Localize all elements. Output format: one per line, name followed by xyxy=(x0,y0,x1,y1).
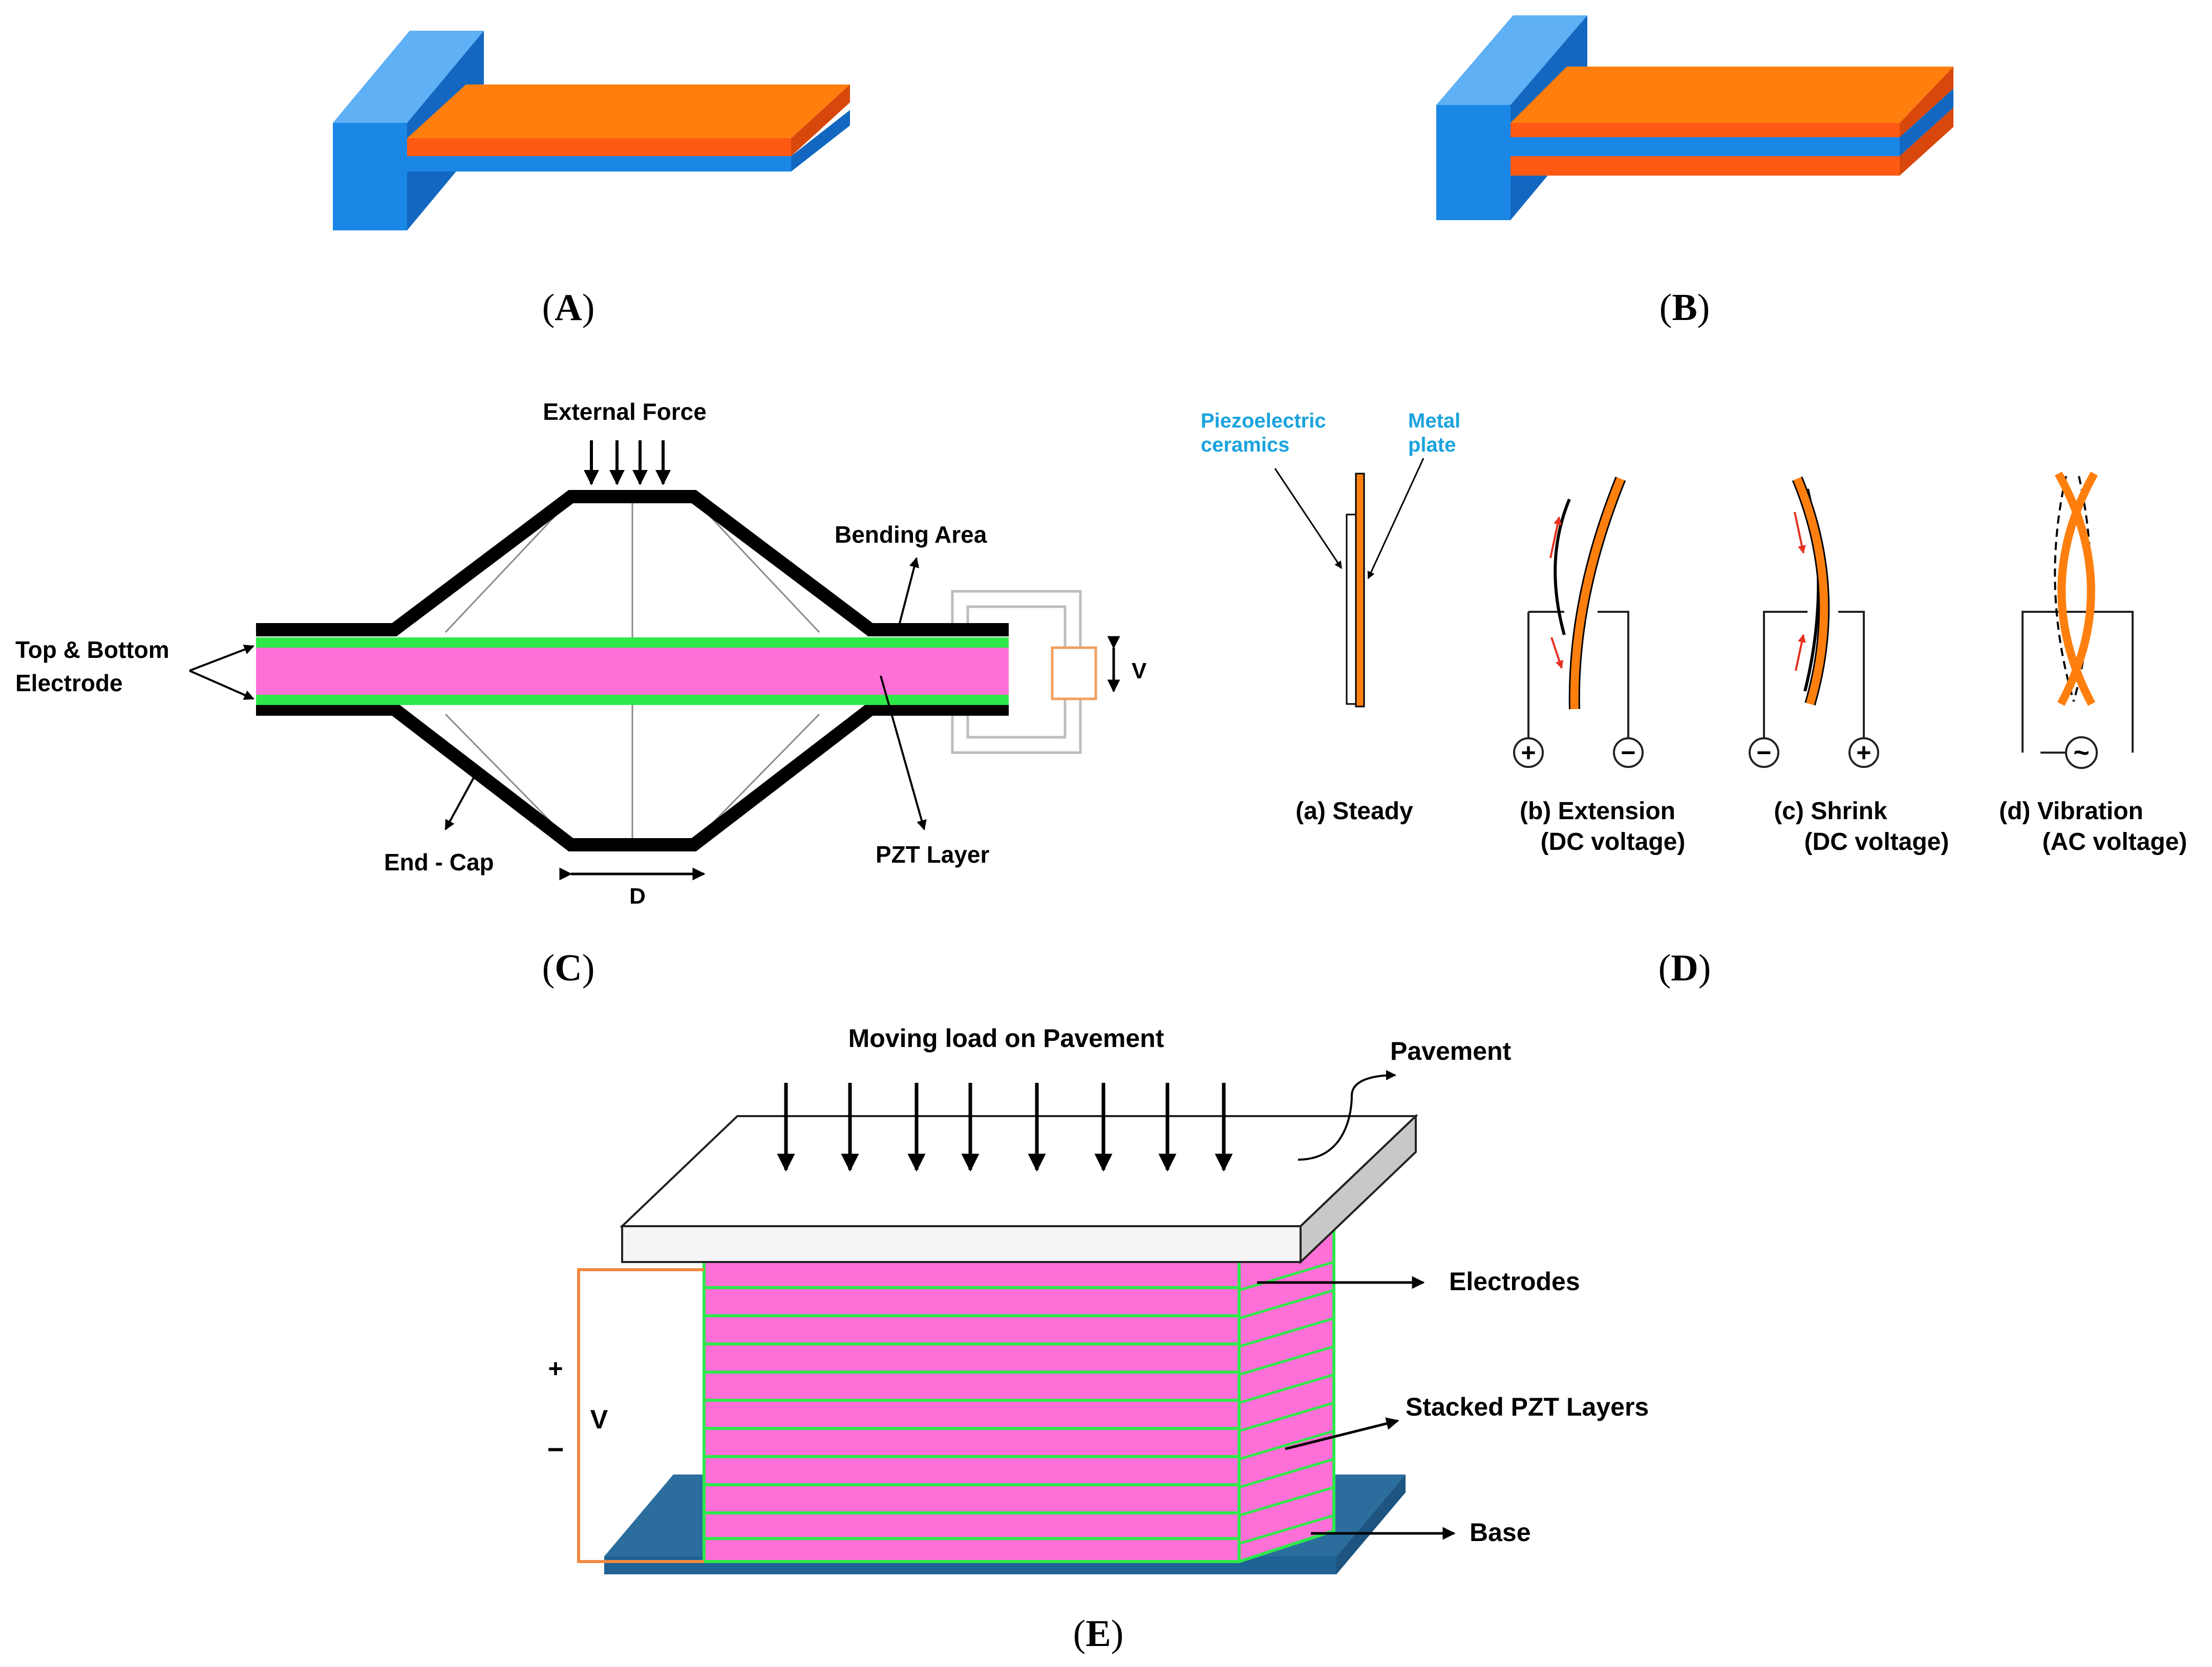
label-pavement: Pavement xyxy=(1390,1037,1512,1065)
label-minus: − xyxy=(547,1433,564,1465)
piezo-front-face xyxy=(407,138,791,156)
svg-text:+: + xyxy=(1521,738,1536,767)
label-end-cap: End - Cap xyxy=(384,849,494,875)
label-shrink-2: (DC voltage) xyxy=(1804,828,1949,856)
label-bending-area: Bending Area xyxy=(835,521,987,548)
label-moving-load: Moving load on Pavement xyxy=(848,1024,1164,1053)
panel-d: Piezoelectric ceramics Metal plate + − xyxy=(1201,410,2187,989)
label-pzt-layer: PZT Layer xyxy=(876,841,990,868)
svg-text:−: − xyxy=(1756,738,1771,767)
label-voltage-e: V xyxy=(590,1405,608,1435)
panel-a: (A) xyxy=(333,31,850,329)
svg-text:−: − xyxy=(1621,738,1635,767)
label-plus: + xyxy=(548,1354,563,1383)
panel-b: (B) xyxy=(1436,15,1953,329)
label-electrode: Electrode xyxy=(15,670,123,696)
label-steady: (a) Steady xyxy=(1295,798,1413,825)
stack-side-electrodes xyxy=(1239,1260,1334,1545)
bottom-electrode xyxy=(256,695,1009,705)
label-external-force: External Force xyxy=(543,398,707,425)
shrink-element: − + xyxy=(1749,476,1879,768)
voltage-circuit-wire xyxy=(577,1268,704,1563)
caption-b: (B) xyxy=(1660,287,1710,329)
clamp-top-face xyxy=(1436,15,1587,105)
piezo-top-face xyxy=(407,84,850,138)
voltage-source-box xyxy=(1051,646,1097,700)
label-extension-2: (DC voltage) xyxy=(1541,828,1686,856)
cantilever-unimorph xyxy=(333,31,850,230)
label-d: D xyxy=(629,884,646,909)
stacked-pzt-layers xyxy=(703,1258,1241,1563)
label-vibration-2: (AC voltage) xyxy=(2043,828,2187,856)
pavement-top-face xyxy=(620,1115,1418,1227)
panel-e: Moving load on Pavement Pavement Electro… xyxy=(547,1024,1649,1655)
label-vibration-1: (d) Vibration xyxy=(1999,798,2143,825)
extension-element: + − xyxy=(1513,476,1644,768)
label-piezo-ceramics-2: ceramics xyxy=(1201,434,1289,456)
base-side-face xyxy=(1336,1474,1406,1574)
moving-load-arrows xyxy=(777,1083,1233,1172)
svg-text:~: ~ xyxy=(2073,737,2090,768)
label-stacked-pzt: Stacked PZT Layers xyxy=(1406,1393,1649,1421)
label-metal-plate-2: plate xyxy=(1408,434,1456,456)
pzt-layer-c xyxy=(256,648,1009,695)
svg-text:+: + xyxy=(1856,738,1871,767)
end-cap-bottom xyxy=(256,702,1009,851)
label-voltage: V xyxy=(1132,658,1147,683)
top-electrode xyxy=(256,637,1009,648)
label-shrink-1: (c) Shrink xyxy=(1774,798,1887,825)
cantilever-bimorph xyxy=(1436,15,1953,220)
steady-element xyxy=(1274,458,1424,708)
label-extension-1: (b) Extension xyxy=(1520,798,1675,825)
top-piezo-front-face xyxy=(1511,123,1900,137)
vibration-element: ~ xyxy=(2022,472,2134,769)
label-piezo-ceramics-1: Piezoelectric xyxy=(1201,410,1326,432)
middle-substrate-layer xyxy=(1511,137,1900,156)
end-cap-top xyxy=(256,490,1009,636)
label-base: Base xyxy=(1470,1518,1531,1547)
label-metal-plate-1: Metal xyxy=(1408,410,1460,432)
clamp-front-face xyxy=(1436,105,1511,220)
clamp-top-face xyxy=(333,31,484,123)
caption-a: (A) xyxy=(542,287,595,329)
bottom-piezo-layer xyxy=(1511,156,1900,176)
caption-d: (D) xyxy=(1658,947,1711,989)
external-force-arrows xyxy=(584,440,671,485)
clamp-front-face xyxy=(333,123,407,230)
caption-c: (C) xyxy=(542,947,595,989)
caption-e: (E) xyxy=(1073,1613,1124,1655)
label-top-bottom: Top & Bottom xyxy=(15,636,169,663)
panel-c: V External Force Bending Area Top & Bot xyxy=(15,398,1147,989)
pavement-front-face xyxy=(621,1225,1302,1263)
top-piezo-top-face xyxy=(1511,67,1953,123)
label-electrodes: Electrodes xyxy=(1449,1267,1580,1296)
